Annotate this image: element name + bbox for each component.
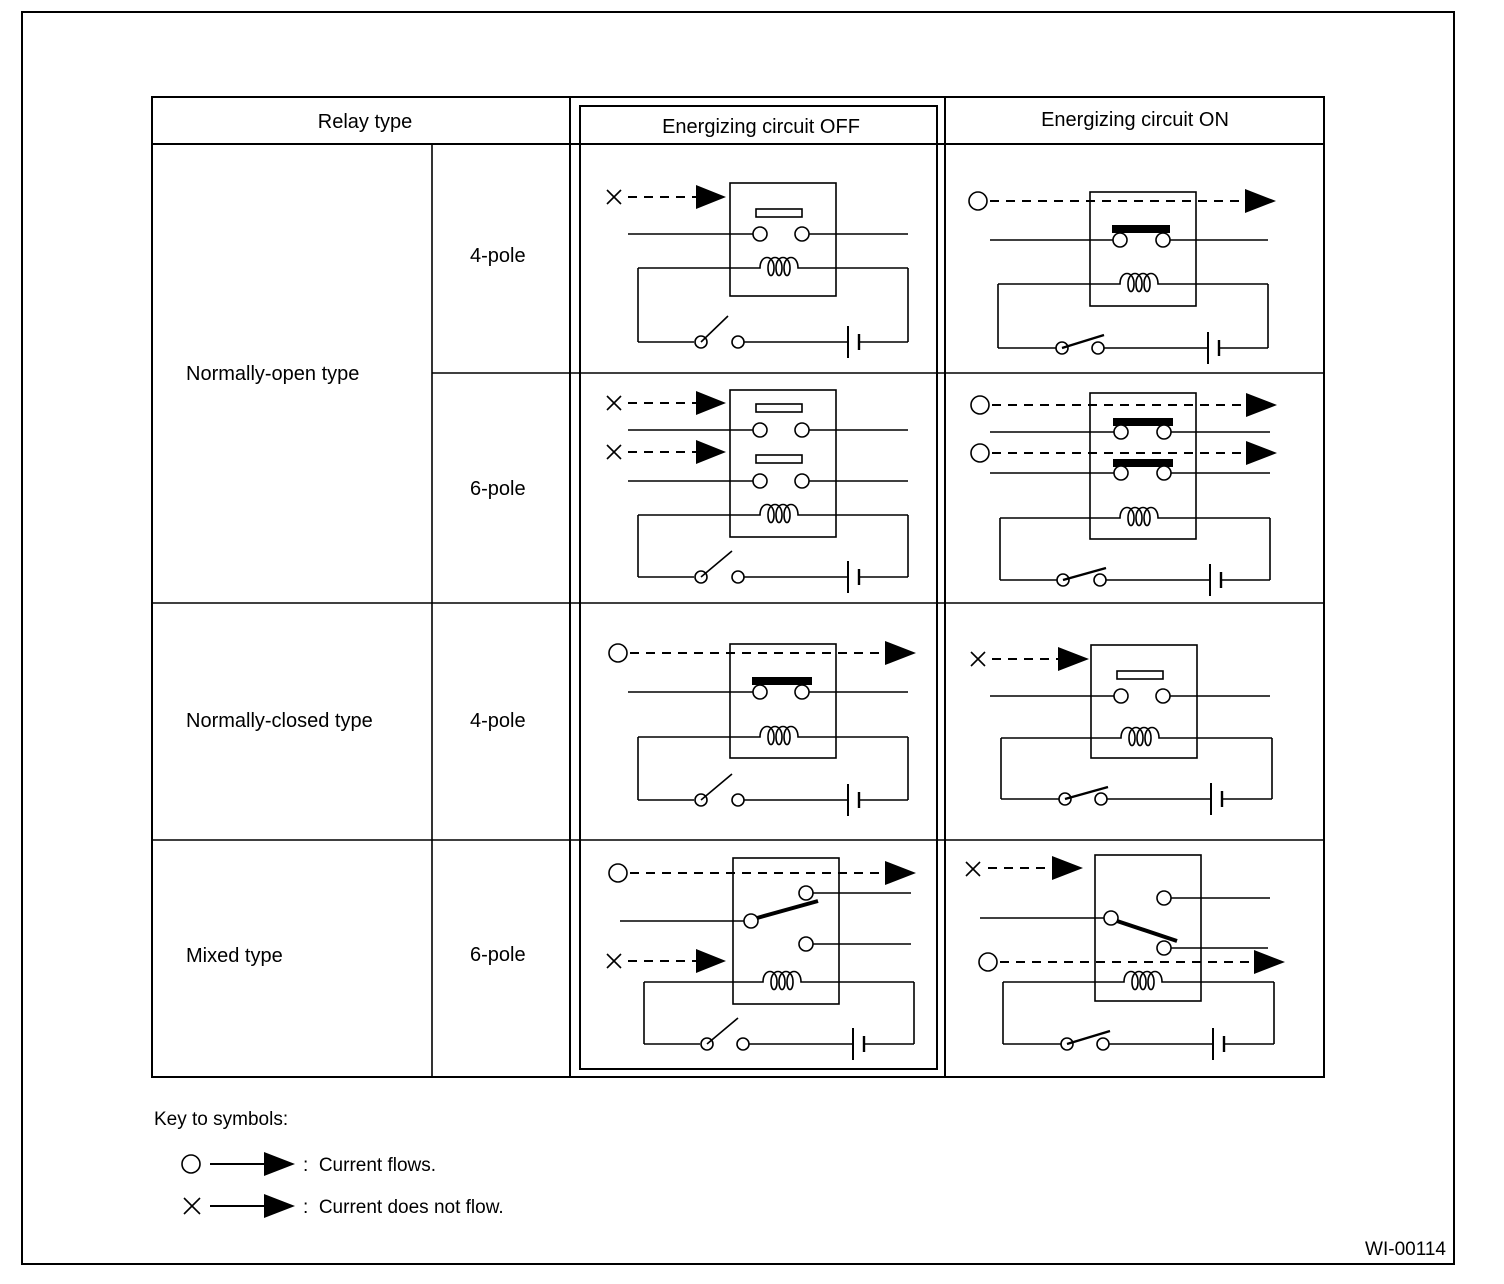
diagram-no4-on: [968, 189, 1276, 364]
no-flow-marker: [606, 953, 622, 969]
table-grid: [151, 96, 1325, 1078]
no-flow-marker: [965, 861, 981, 877]
diagram-nc4-off: [608, 641, 916, 816]
flow-marker: [608, 863, 628, 883]
key-no-flow-symbol: [183, 1194, 295, 1218]
diagram-no6-on: [970, 392, 1277, 596]
pole-label-nc-4: 4-pole: [470, 710, 526, 732]
header-circuit-on: Energizing circuit ON: [1041, 109, 1229, 131]
row-label-normally-closed: Normally-closed type: [186, 710, 373, 732]
header-circuit-off: Energizing circuit OFF: [662, 116, 860, 138]
flow-marker: [978, 952, 998, 972]
row-label-mixed: Mixed type: [186, 945, 283, 967]
figure-id: WI-00114: [1365, 1239, 1446, 1260]
diagram-no6-off: [606, 389, 909, 593]
flow-marker: [968, 191, 988, 211]
no-flow-marker: [970, 651, 986, 667]
outer-border: [21, 11, 1455, 1265]
header-relay-type: Relay type: [318, 111, 413, 133]
key-flow-label: : Current flows.: [303, 1155, 436, 1176]
flow-marker: [608, 643, 628, 663]
diagram-no4-off: [606, 182, 909, 358]
pole-label-no-6: 6-pole: [470, 478, 526, 500]
key-title: Key to symbols:: [154, 1109, 288, 1130]
no-flow-marker: [606, 444, 622, 460]
pole-label-no-4: 4-pole: [470, 245, 526, 267]
row-label-normally-open: Normally-open type: [186, 363, 359, 385]
no-flow-marker: [606, 395, 622, 411]
key-no-flow-label: : Current does not flow.: [303, 1197, 504, 1218]
flow-marker: [970, 443, 990, 463]
no-flow-marker: [606, 189, 622, 205]
key-flow-symbol: [181, 1152, 295, 1176]
diagram-mixed6-on: [965, 854, 1285, 1060]
diagram-mixed6-off: [606, 857, 916, 1060]
flow-marker: [970, 395, 990, 415]
diagram-nc4-on: [970, 644, 1273, 815]
pole-label-mixed-6: 6-pole: [470, 944, 526, 966]
